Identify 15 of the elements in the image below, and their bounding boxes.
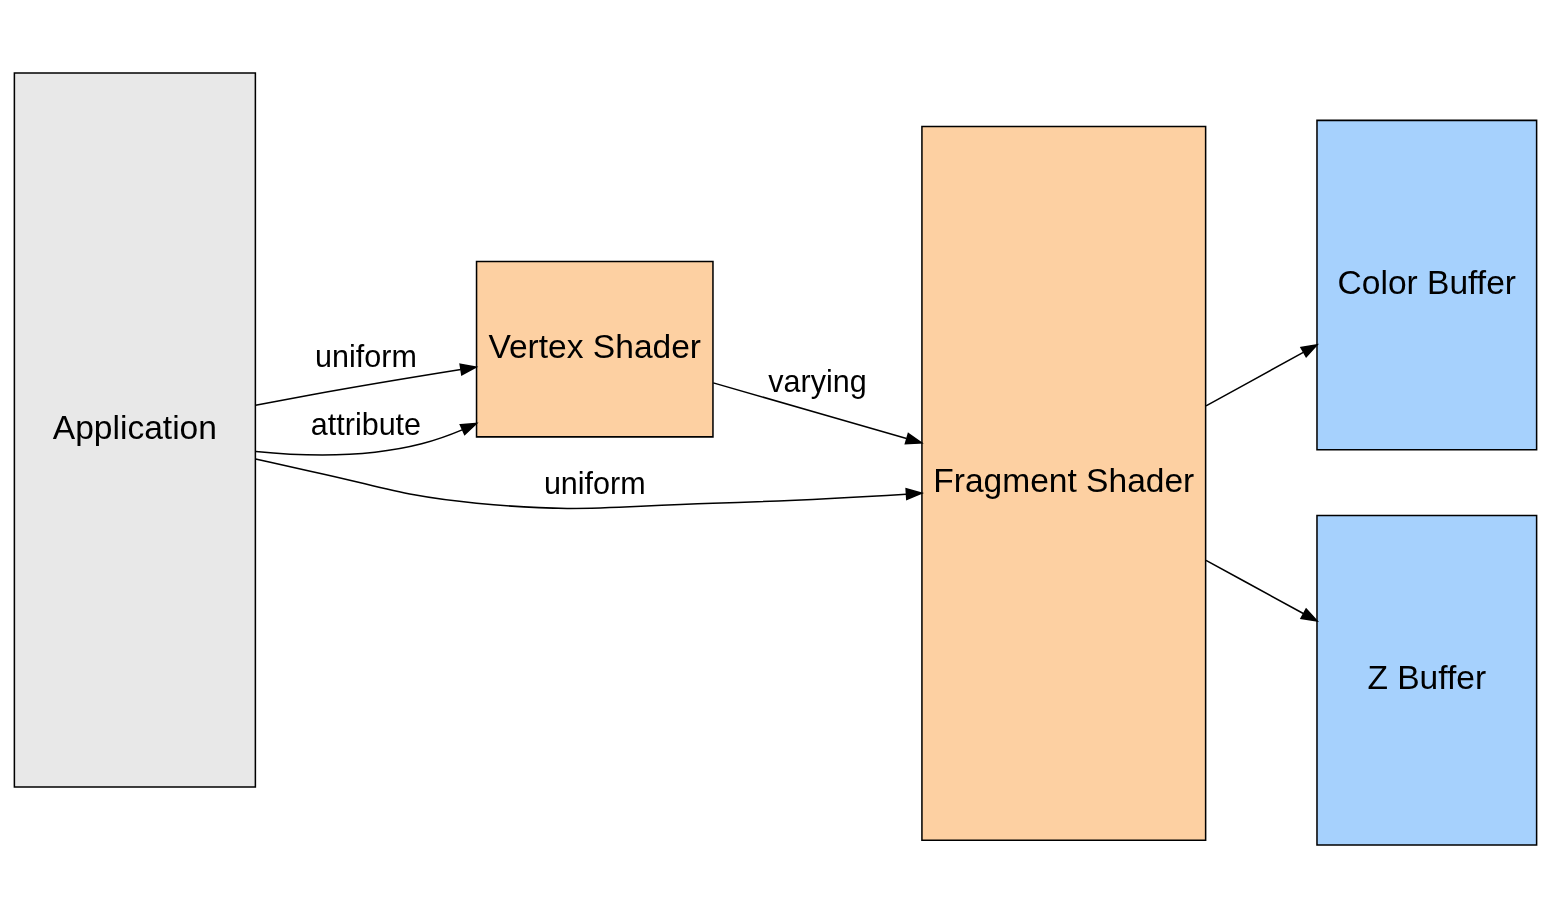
edge-label: uniform	[315, 338, 417, 373]
arrow	[255, 422, 479, 456]
arrow	[254, 457, 924, 509]
arrow	[254, 362, 479, 406]
edge-label: attribute	[310, 406, 422, 441]
node-box: Fragment Shader	[921, 125, 1207, 841]
node-box: Application	[13, 71, 257, 788]
edge-label: uniform	[543, 465, 646, 500]
node-box: Z Buffer	[1316, 514, 1538, 846]
node-box: Vertex Shader	[475, 260, 714, 438]
arrow	[1205, 559, 1319, 622]
node-box: Color Buffer	[1316, 119, 1538, 451]
edge-label: varying	[768, 363, 867, 398]
arrow	[712, 381, 924, 445]
arrow	[1205, 343, 1319, 407]
